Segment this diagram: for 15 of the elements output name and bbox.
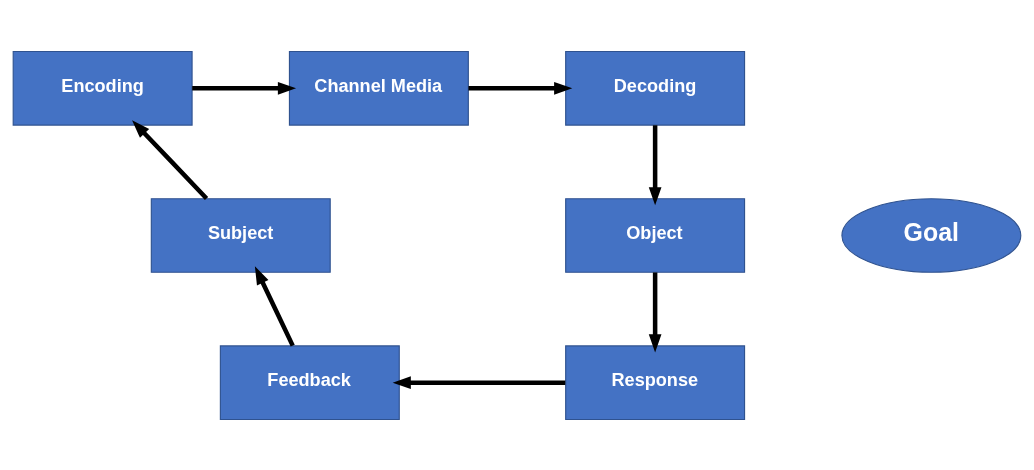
- node-box: Decoding: [565, 50, 746, 126]
- node-box: Object: [565, 197, 746, 273]
- node-box: Response: [565, 344, 746, 420]
- arrow: [192, 81, 297, 95]
- arrow: [254, 265, 295, 347]
- node-box: Encoding: [12, 50, 193, 126]
- node-ellipse: Goal: [841, 197, 1022, 273]
- arrow: [648, 271, 662, 352]
- arrow: [132, 119, 209, 200]
- node-box: Feedback: [219, 344, 400, 420]
- arrow: [392, 375, 566, 389]
- arrow: [648, 124, 662, 205]
- arrow: [468, 81, 573, 95]
- node-box: Subject: [150, 197, 331, 273]
- node-box: Channel Media: [288, 50, 469, 126]
